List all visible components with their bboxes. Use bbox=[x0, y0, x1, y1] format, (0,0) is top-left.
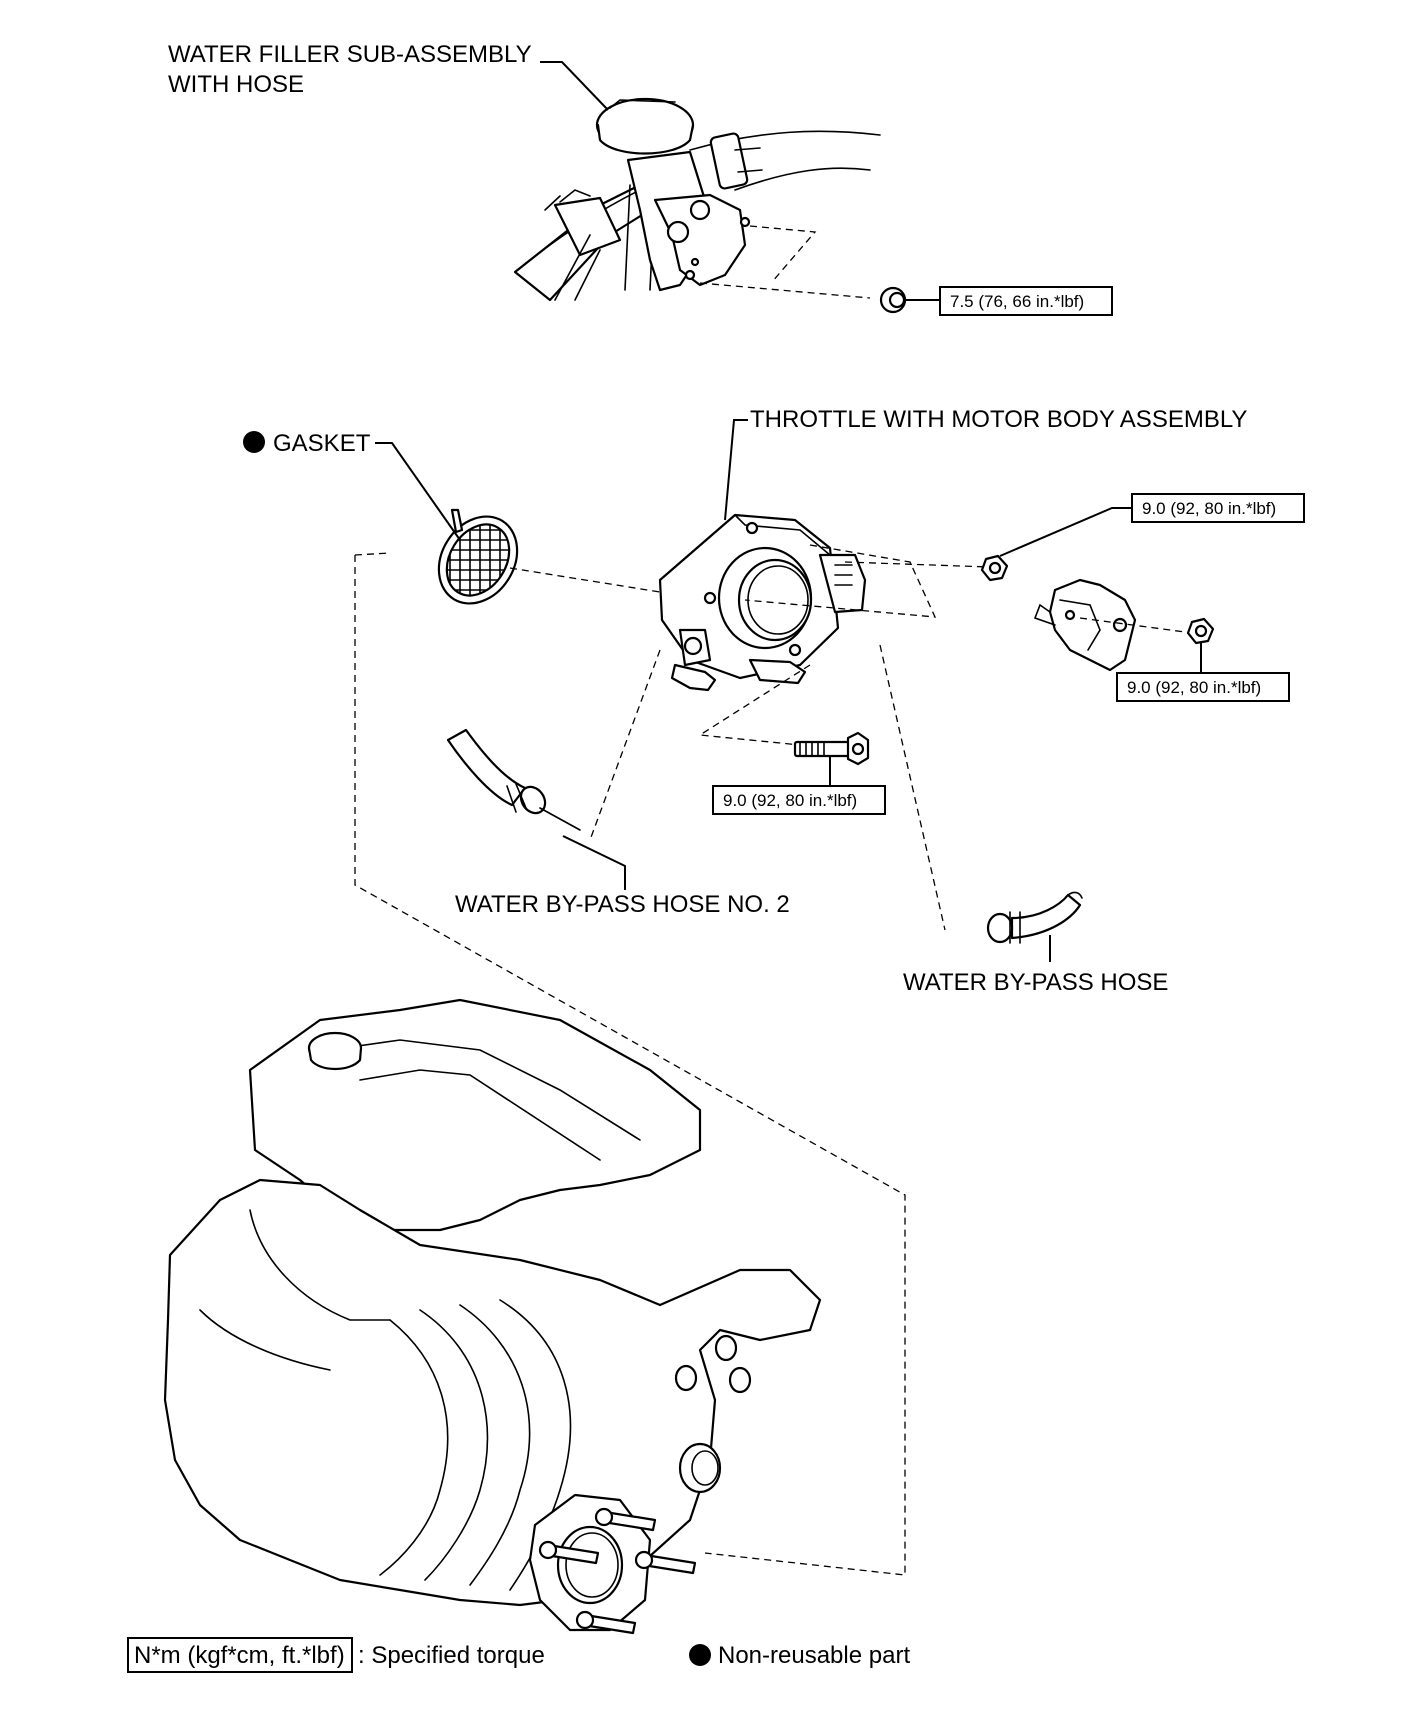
throttle-upper-nut-icon bbox=[980, 554, 1009, 582]
legend-nonreusable-icon bbox=[689, 1644, 711, 1666]
water-bypass-hose-no2-illustration bbox=[446, 728, 581, 831]
throttle-body-label: THROTTLE WITH MOTOR BODY ASSEMBLY bbox=[750, 406, 1247, 433]
torque-box-throttle-upper-nut bbox=[1131, 493, 1305, 523]
gasket-label: GASKET bbox=[273, 430, 371, 457]
torque-value-water-filler: 7.5 (76, 66 in.*lbf) bbox=[950, 292, 1084, 311]
torque-box-water-filler bbox=[939, 286, 1113, 316]
legend-torque-units: N*m (kgf*cm, ft.*lbf) bbox=[134, 1642, 345, 1669]
water-filler-illustration bbox=[513, 97, 940, 314]
bracket-illustration bbox=[1033, 578, 1137, 672]
torque-value-bracket-nut: 9.0 (92, 80 in.*lbf) bbox=[1127, 678, 1261, 697]
torque-box-bracket-nut bbox=[1116, 672, 1290, 702]
water-filler-label-line1: WATER FILLER SUB-ASSEMBLY bbox=[168, 41, 532, 68]
legend-torque-box bbox=[127, 1637, 353, 1673]
torque-value-throttle-bolt: 9.0 (92, 80 in.*lbf) bbox=[723, 791, 857, 810]
water-bypass-hose-label: WATER BY-PASS HOSE bbox=[903, 969, 1168, 996]
water-bypass-hose-illustration bbox=[986, 891, 1083, 944]
nonreusable-marker-icon bbox=[243, 431, 265, 453]
water-filler-label-line2: WITH HOSE bbox=[168, 71, 304, 98]
water-bypass-hose-no2-label: WATER BY-PASS HOSE NO. 2 bbox=[455, 891, 790, 918]
legend-nonreusable-desc: Non-reusable part bbox=[718, 1642, 910, 1669]
flange-nut-icon bbox=[879, 286, 907, 314]
engine-intake-manifold-illustration bbox=[163, 998, 822, 1635]
torque-value-throttle-upper-nut: 9.0 (92, 80 in.*lbf) bbox=[1142, 499, 1276, 518]
legend-torque-desc: : Specified torque bbox=[358, 1642, 545, 1669]
gasket-illustration bbox=[437, 508, 521, 605]
torque-box-throttle-bolt bbox=[712, 785, 886, 815]
throttle-bolt-icon bbox=[793, 731, 870, 766]
bracket-nut-icon bbox=[1186, 617, 1215, 645]
throttle-body-illustration bbox=[658, 513, 867, 692]
